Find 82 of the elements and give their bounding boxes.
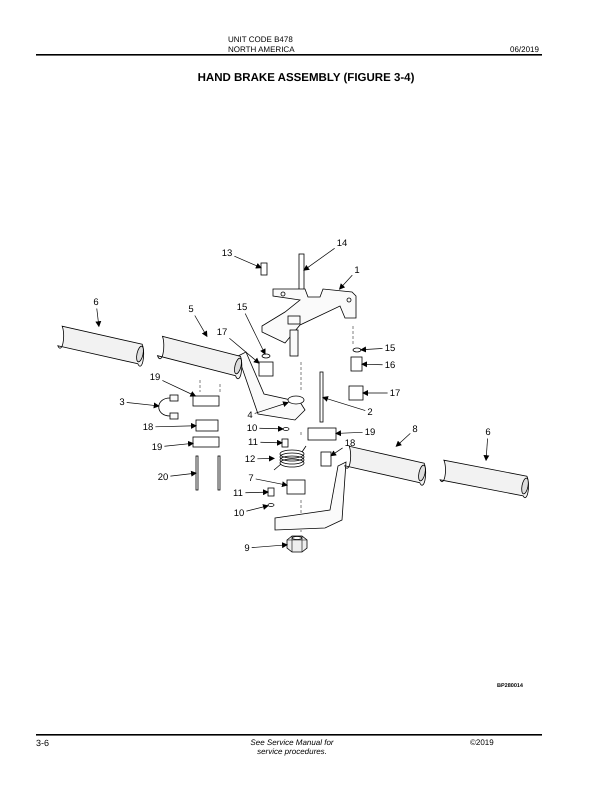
leader-line: [164, 440, 194, 447]
callout-number: 19: [149, 372, 161, 382]
bolt: [268, 488, 274, 496]
header-text: 06/2019: [510, 45, 539, 54]
leader-line: [95, 308, 102, 328]
leader-line: [254, 401, 289, 414]
leader-line: [330, 448, 343, 456]
leader-line: [251, 542, 288, 548]
callout-number: 17: [389, 388, 401, 398]
washer: [268, 503, 274, 507]
leader-line: [338, 274, 353, 290]
spacer: [350, 356, 362, 372]
callout-number: 17: [216, 326, 228, 338]
grip: [274, 446, 426, 530]
grip: [57, 326, 144, 367]
footer-note: See Service Manual for service procedures.: [249, 738, 335, 756]
leader-line: [170, 470, 197, 477]
callout-number: 11: [247, 436, 259, 448]
leader-line: [194, 315, 208, 338]
screw: [196, 456, 198, 490]
callout-number: 1: [354, 264, 360, 276]
leader-line: [126, 402, 160, 408]
page-number: 3-6: [36, 738, 50, 748]
callout-number: 19: [364, 426, 376, 438]
header-text: UNIT CODE B478: [228, 35, 293, 44]
bolt: [260, 262, 268, 276]
pin: [320, 372, 324, 422]
leader-line: [155, 422, 197, 429]
leader-line: [396, 432, 411, 447]
leader-line: [361, 361, 383, 368]
leader-line: [360, 346, 383, 352]
leader-line: [335, 430, 363, 436]
leader-line: [259, 426, 284, 432]
callout-number: 20: [157, 472, 169, 482]
callout-number: 8: [412, 424, 418, 434]
callout-number: 18: [142, 422, 154, 432]
mounting-bracket: [262, 288, 356, 356]
leader-line: [257, 456, 275, 462]
callout-number: 3: [118, 396, 126, 408]
callout-number: 15: [236, 302, 248, 312]
switch: [192, 436, 220, 448]
grip: [440, 460, 529, 498]
leader-line: [322, 396, 366, 411]
leader-line: [162, 380, 196, 397]
callout-number: 13: [221, 248, 233, 258]
callout-number: 6: [484, 426, 492, 438]
bolt: [298, 254, 304, 290]
leader-line: [255, 478, 288, 488]
callout-number: 16: [384, 360, 396, 370]
leader-line: [260, 440, 283, 446]
callout-number: 12: [244, 454, 256, 464]
copyright-text: ©2019: [470, 738, 494, 747]
callout-number: 2: [366, 406, 374, 418]
leader-line: [483, 438, 490, 462]
callout-number: 9: [244, 542, 250, 554]
callout-number: 19: [151, 442, 163, 452]
page-title: HAND BRAKE ASSEMBLY (FIGURE 3-4): [196, 72, 416, 84]
spring: [196, 420, 218, 432]
callout-number: 6: [92, 296, 100, 308]
leader-line: [244, 313, 266, 355]
header-text: NORTH AMERICA: [228, 45, 295, 54]
washer: [282, 427, 290, 431]
callout-number: 5: [188, 304, 194, 314]
leader-line: [246, 504, 269, 512]
bushing: [348, 386, 364, 400]
leader-line: [229, 338, 260, 364]
leader-line: [234, 256, 262, 268]
leader-line: [245, 489, 269, 496]
callout-number: 10: [233, 508, 245, 518]
callout-number: 14: [336, 238, 348, 248]
leader-line: [303, 248, 335, 271]
callout-number: 10: [246, 422, 258, 434]
callout-number: 4: [246, 410, 254, 420]
callout-number: 18: [344, 438, 356, 448]
callout-number: 11: [232, 488, 244, 498]
callout-number: 15: [384, 342, 396, 354]
callout-number: 7: [248, 472, 254, 484]
nut: [286, 536, 308, 552]
bolt: [282, 438, 288, 448]
leader-line: [362, 390, 388, 396]
washer: [352, 348, 362, 352]
switch: [308, 428, 336, 440]
